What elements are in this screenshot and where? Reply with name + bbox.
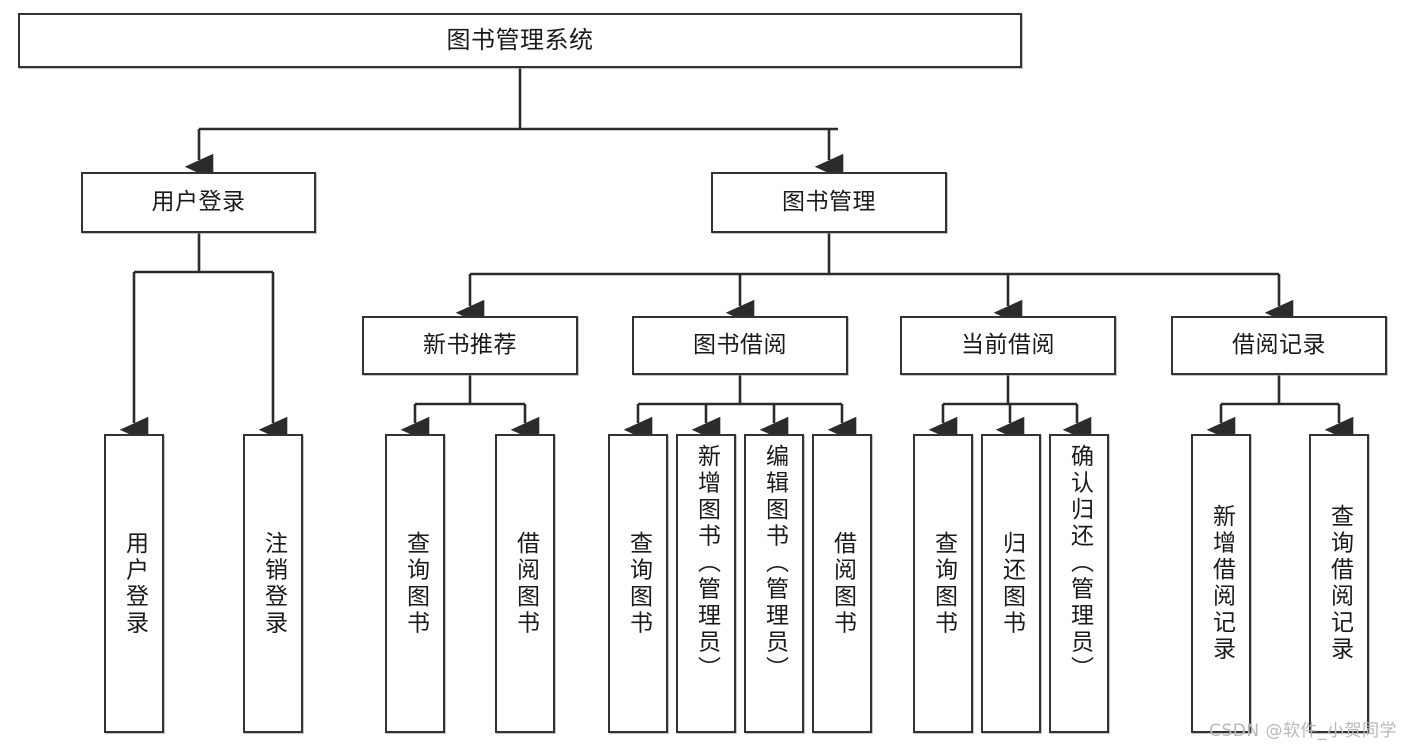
leaf-query-book-current[interactable]: 查询图书 — [913, 434, 973, 733]
node-label: 借阅图书 — [512, 530, 539, 637]
node-label: 查询图书 — [625, 530, 652, 637]
leaf-logout-login[interactable]: 注销登录 — [243, 434, 303, 733]
node-label: 新增图书（管理员） — [693, 444, 720, 683]
leaf-add-book-admin[interactable]: 新增图书（管理员） — [676, 434, 736, 733]
leaf-edit-book-admin[interactable]: 编辑图书（管理员） — [744, 434, 804, 733]
node-new-book-recommend[interactable]: 新书推荐 — [362, 316, 578, 375]
node-label: 新书推荐 — [423, 331, 517, 358]
node-label: 编辑图书（管理员） — [761, 444, 788, 683]
leaf-query-book-recommend[interactable]: 查询图书 — [385, 434, 445, 733]
node-label: 借阅记录 — [1232, 331, 1326, 358]
csdn-watermark: CSDN @软件_小贺同学 — [1209, 721, 1397, 741]
node-user-login[interactable]: 用户登录 — [81, 172, 316, 233]
node-root-book-management-system[interactable]: 图书管理系统 — [18, 13, 1022, 68]
node-label: 查询图书 — [402, 530, 429, 637]
node-label: 注销登录 — [260, 530, 287, 637]
node-label: 当前借阅 — [961, 331, 1055, 358]
node-label: 确认归还（管理员） — [1066, 444, 1093, 683]
node-label: 新增借阅记录 — [1208, 504, 1235, 663]
node-label: 用户登录 — [151, 188, 246, 215]
leaf-borrow-book-recommend[interactable]: 借阅图书 — [495, 434, 555, 733]
node-label: 借阅图书 — [829, 530, 856, 637]
node-borrow-record[interactable]: 借阅记录 — [1171, 316, 1387, 375]
leaf-return-book[interactable]: 归还图书 — [981, 434, 1041, 733]
node-label: 图书管理 — [782, 188, 876, 215]
node-label: 归还图书 — [998, 530, 1025, 637]
leaf-user-login[interactable]: 用户登录 — [104, 434, 164, 733]
node-book-borrow[interactable]: 图书借阅 — [632, 316, 848, 375]
leaf-query-book-borrow[interactable]: 查询图书 — [608, 434, 668, 733]
node-label: 图书管理系统 — [446, 26, 594, 55]
leaf-add-borrow-record[interactable]: 新增借阅记录 — [1191, 434, 1251, 733]
leaf-confirm-return-admin[interactable]: 确认归还（管理员） — [1049, 434, 1109, 733]
leaf-borrow-book[interactable]: 借阅图书 — [812, 434, 872, 733]
leaf-query-borrow-record[interactable]: 查询借阅记录 — [1309, 434, 1369, 733]
node-book-management[interactable]: 图书管理 — [711, 172, 947, 233]
node-current-borrow[interactable]: 当前借阅 — [900, 316, 1116, 375]
node-label: 查询图书 — [930, 530, 957, 637]
node-label: 查询借阅记录 — [1326, 504, 1353, 663]
node-label: 图书借阅 — [693, 331, 787, 358]
node-label: 用户登录 — [121, 530, 148, 637]
